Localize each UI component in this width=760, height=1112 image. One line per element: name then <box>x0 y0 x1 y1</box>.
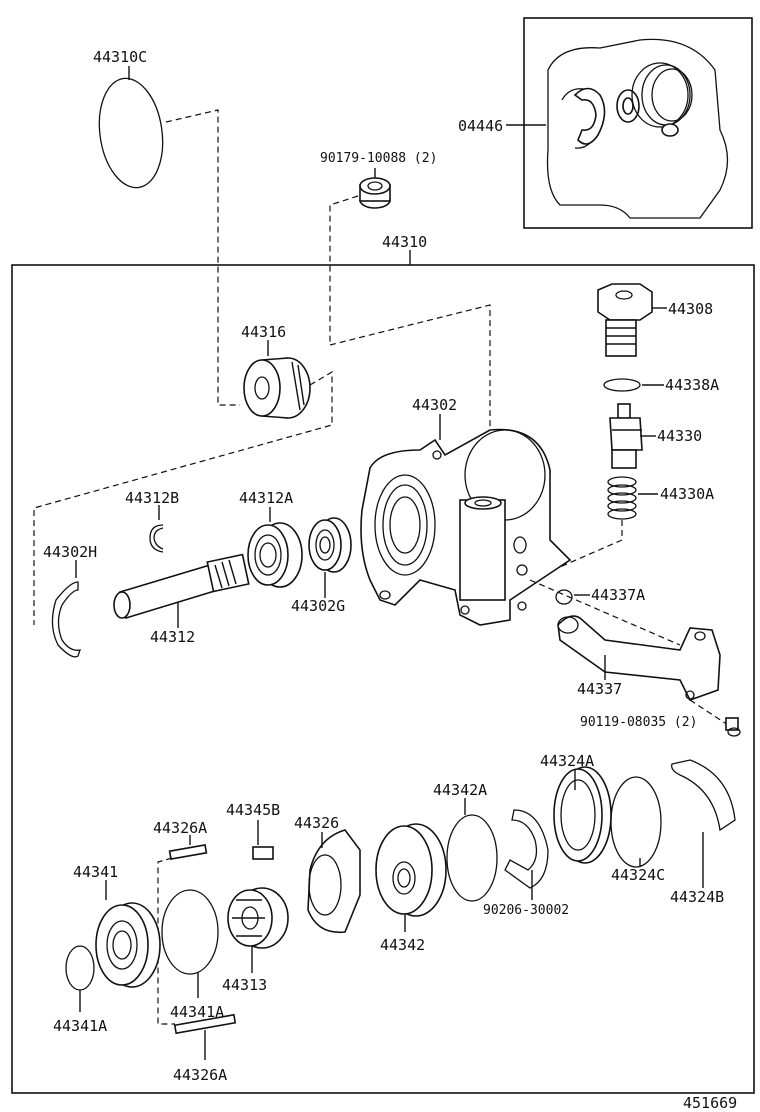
label-44337: 44337 <box>577 680 622 698</box>
label-90119: 90119-08035 (2) <box>580 715 697 730</box>
seal-kit-inset <box>506 38 729 219</box>
label-44312: 44312 <box>150 628 195 646</box>
label-44310: 44310 <box>382 233 427 251</box>
pipe-44337 <box>557 615 721 701</box>
label-44310c: 44310C <box>93 48 147 66</box>
label-04446: 04446 <box>458 117 503 135</box>
o-ring-44342a <box>446 814 498 902</box>
label-44326a-top: 44326A <box>153 819 207 837</box>
circlip-44302h <box>51 581 81 658</box>
o-ring-44338a <box>603 378 641 392</box>
label-44341: 44341 <box>73 863 118 881</box>
o-ring-44337a <box>555 589 573 605</box>
label-90206: 90206-30002 <box>483 903 569 918</box>
valve-44330 <box>609 403 643 469</box>
label-44302: 44302 <box>412 396 457 414</box>
label-44316: 44316 <box>241 323 286 341</box>
label-44326: 44326 <box>294 814 339 832</box>
label-44342a: 44342A <box>433 781 487 799</box>
label-90179: 90179-10088 (2) <box>320 151 437 166</box>
spring-44330a <box>607 476 637 520</box>
clip-90206 <box>504 809 549 889</box>
label-44302h: 44302H <box>43 543 97 561</box>
pump-housing-44302 <box>360 428 572 626</box>
pin-44326a-bottom <box>173 1013 237 1035</box>
label-44324a: 44324A <box>540 752 594 770</box>
figure-number: 451669 <box>683 1094 737 1112</box>
side-plate-44342 <box>375 823 447 917</box>
o-ring-44310c <box>98 77 164 189</box>
cam-ring-44326 <box>307 829 361 934</box>
label-44345b: 44345B <box>226 801 280 819</box>
front-plate-44341 <box>95 902 161 988</box>
vane-44345b <box>252 846 274 860</box>
bearing-44312a <box>247 522 303 588</box>
pin-44326a-top <box>168 844 208 860</box>
o-ring-44341a-left <box>65 945 95 991</box>
label-44326a-bottom: 44326A <box>173 1066 227 1084</box>
label-44341a-left: 44341A <box>53 1017 107 1035</box>
label-44302g: 44302G <box>291 597 345 615</box>
o-ring-44324c <box>610 776 662 868</box>
label-44324c: 44324C <box>611 866 665 884</box>
bearing-44302g <box>308 517 352 573</box>
label-44337a: 44337A <box>591 586 645 604</box>
bolt-90119 <box>725 717 741 737</box>
label-44338a: 44338A <box>665 376 719 394</box>
label-44330a: 44330A <box>660 485 714 503</box>
shaft-44312 <box>113 553 250 620</box>
label-44341a-mid: 44341A <box>170 1003 224 1021</box>
label-44312a: 44312A <box>239 489 293 507</box>
label-44342: 44342 <box>380 936 425 954</box>
o-ring-44341a-mid <box>161 889 219 975</box>
assembly-frame <box>11 264 755 1094</box>
label-44313: 44313 <box>222 976 267 994</box>
inset-frame <box>523 17 753 229</box>
snap-ring-44324b <box>671 759 736 832</box>
nut-90179 <box>359 177 391 209</box>
snap-ring-44312b <box>149 524 164 553</box>
label-44312b: 44312B <box>125 489 179 507</box>
rotor-44313 <box>227 887 289 949</box>
bushing-44316 <box>243 357 311 419</box>
fitting-44308 <box>597 283 653 357</box>
plate-44324a <box>553 766 612 864</box>
label-44324b: 44324B <box>670 888 724 906</box>
label-44330: 44330 <box>657 427 702 445</box>
label-44308: 44308 <box>668 300 713 318</box>
